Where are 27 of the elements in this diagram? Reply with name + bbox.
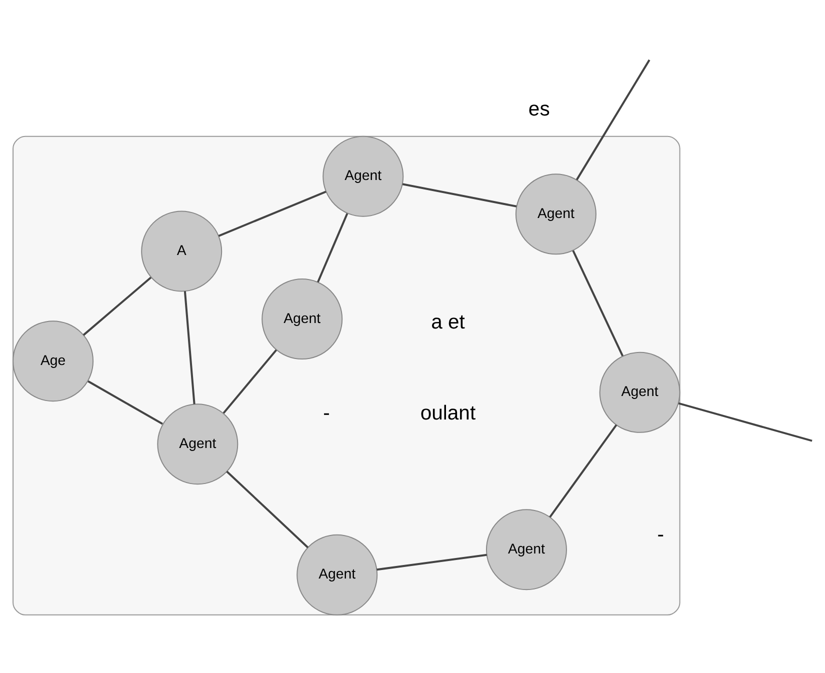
node-circle: Agent xyxy=(485,508,566,590)
connector xyxy=(575,58,650,180)
node-circle: Agent xyxy=(156,403,238,484)
label: es xyxy=(528,98,550,120)
node-circle: Age xyxy=(12,320,94,402)
node-circle: Agent xyxy=(598,351,680,432)
node-circle: A xyxy=(140,210,222,292)
connector xyxy=(183,290,195,404)
connector xyxy=(218,190,326,236)
connector xyxy=(87,380,162,424)
label: a et xyxy=(430,310,464,333)
connector xyxy=(316,212,348,282)
node-circle: Agent xyxy=(514,173,596,254)
label: - xyxy=(322,402,330,424)
connector xyxy=(222,348,277,414)
connector xyxy=(226,470,308,548)
connector xyxy=(678,402,812,442)
connector xyxy=(82,276,152,336)
node-circle: Agent xyxy=(261,278,342,360)
node-circle: Agent xyxy=(322,135,404,216)
label: - xyxy=(656,523,664,546)
connector xyxy=(548,424,617,518)
node-circle: Agent xyxy=(296,534,378,615)
label: oulant xyxy=(420,402,476,424)
connector xyxy=(572,250,624,356)
connector xyxy=(376,553,486,570)
connector xyxy=(402,182,516,207)
